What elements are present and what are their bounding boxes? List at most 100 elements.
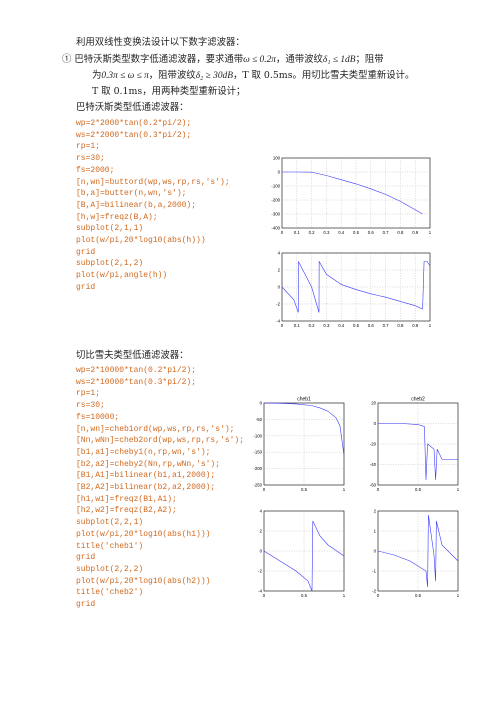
y-tick-label: -100	[271, 184, 280, 189]
y-tick-label: 2	[278, 268, 281, 273]
x-tick-label: 0.6	[368, 323, 375, 328]
x-tick-label: 0.4	[338, 230, 345, 235]
code-line: [Nn,wNn]=cheb2ord(wp,ws,rp,rs,'s');	[76, 436, 245, 446]
code-line: title('cheb2')	[76, 588, 144, 598]
code-line: ws=2*2000*tan(0.3*pi/2);	[76, 130, 192, 140]
y-tick-label: 0	[260, 401, 263, 406]
x-tick-label: 1	[343, 593, 346, 598]
y-tick-label: 0	[278, 170, 281, 175]
code-line: fs=2000;	[76, 165, 115, 175]
chart-title: cheb2	[411, 397, 425, 403]
y-tick-label: -300	[271, 212, 280, 217]
y-tick-label: -1	[372, 569, 376, 574]
code-line: grid	[76, 282, 96, 292]
y-tick-label: 0	[278, 285, 281, 290]
code-line: [n,wn]=cheb1ord(wp,ws,rp,rs,'s');	[76, 424, 235, 434]
x-tick-label: 1	[457, 487, 460, 492]
y-tick-label: -150	[253, 450, 262, 455]
code-line: rs=30;	[76, 401, 105, 411]
code-line: [b,a]=butter(n,wn,'s');	[76, 189, 187, 199]
x-tick-label: 0.8	[397, 323, 404, 328]
y-tick-label: -60	[370, 483, 377, 488]
x-tick-label: 0.5	[301, 487, 308, 492]
code-line: fs=10000;	[76, 412, 120, 422]
x-tick-label: 0.3	[323, 230, 330, 235]
x-tick-label: 0.3	[323, 323, 330, 328]
problem-line-2-text-b: ，阻带波纹	[148, 70, 196, 81]
problem-line-3: T 取 0.1ms，用两种类型重新设计；	[92, 86, 246, 97]
x-tick-label: 0.9	[412, 230, 419, 235]
problem-line-2-text-a: 为	[92, 70, 102, 81]
problem-line-1-text-b: ，通带波纹	[275, 54, 323, 65]
x-tick-label: 0.7	[383, 230, 390, 235]
stopband-condition: 0.3π ≤ ω ≤ π	[101, 71, 149, 81]
code-line: [b2,a2]=cheby2(Nn,rp,wNn,'s');	[76, 459, 221, 469]
section-chebyshev-title: 切比雪夫类型低通滤波器：	[76, 350, 189, 361]
code-line: plot(w/pi,20*log10(abs(h2)))	[76, 576, 211, 586]
code-line: rp=1;	[76, 142, 101, 152]
series-line	[263, 402, 345, 456]
x-tick-label: 0	[377, 593, 380, 598]
x-tick-label: 0	[281, 323, 284, 328]
code-line: rs=30;	[76, 154, 105, 164]
y-tick-label: 100	[273, 156, 281, 161]
x-tick-label: 1	[457, 593, 460, 598]
code-line: wp=2*2000*tan(0.2*pi/2);	[76, 119, 192, 128]
code-line: plot(w/pi,angle(h))	[76, 271, 168, 281]
y-tick-label: -2	[276, 302, 280, 307]
y-tick-label: -250	[253, 483, 262, 488]
x-tick-label: 0.5	[415, 593, 422, 598]
code-line: [b1,a1]=cheby1(n,rp,wn,'s');	[76, 447, 211, 457]
code-line: subplot(2,2,1)	[76, 518, 144, 528]
problem-line-2-text-c: ，T 取 0.5ms。用切比雪夫类型重新设计。	[232, 70, 415, 81]
y-tick-label: 2	[260, 529, 263, 534]
series-line	[263, 520, 345, 592]
code-line: [h,w]=freqz(B,A);	[76, 212, 158, 222]
y-tick-label: -20	[370, 442, 377, 447]
y-tick-label: -200	[253, 466, 262, 471]
x-tick-label: 1	[429, 230, 432, 235]
code-line: grid	[76, 553, 96, 563]
code-line: rp=1;	[76, 389, 101, 399]
series-line	[281, 260, 431, 313]
series-line	[282, 171, 423, 215]
code-line: grid	[76, 600, 96, 609]
code-line: ws=2*10000*tan(0.3*pi/2);	[76, 377, 197, 387]
y-tick-label: -4	[258, 589, 262, 594]
x-tick-label: 0.6	[368, 230, 375, 235]
x-tick-label: 0.1	[294, 323, 301, 328]
code-line: title('cheb1')	[76, 541, 144, 551]
x-tick-label: 1	[429, 323, 432, 328]
y-tick-label: 4	[260, 509, 263, 514]
x-tick-label: 0.4	[338, 323, 345, 328]
problem-line-1: ① 巴特沃斯类型数字低通滤波器，要求通带ω ≤ 0.2π，通带波纹δ₁ ≤ 1d…	[62, 53, 384, 67]
y-tick-label: 1	[374, 529, 377, 534]
problem-heading: 利用双线性变换法设计以下数字滤波器：	[76, 37, 245, 48]
code-line: [n,wn]=buttord(wp,ws,rp,rs,'s');	[76, 177, 230, 187]
y-tick-label: 4	[278, 251, 281, 256]
x-tick-label: 0	[377, 487, 380, 492]
code-line: subplot(2,1,1)	[76, 224, 144, 234]
y-tick-label: -400	[271, 226, 280, 231]
series-line	[377, 514, 459, 588]
x-tick-label: 0.2	[309, 230, 316, 235]
problem-line-1-text-a: ① 巴特沃斯类型数字低通滤波器，要求通带	[62, 54, 244, 65]
stopband-attenuation: δ₂ ≥ 30dB	[195, 71, 233, 81]
x-tick-label: 0.7	[383, 323, 390, 328]
problem-line-2: 为0.3π ≤ ω ≤ π，阻带波纹δ₂ ≥ 30dB，T 取 0.5ms。用切…	[92, 69, 414, 83]
code-line: [h2,w2]=freqz(B2,A2);	[76, 506, 177, 516]
y-tick-label: -4	[276, 319, 280, 324]
x-tick-label: 0	[281, 230, 284, 235]
y-tick-label: 2	[374, 509, 377, 514]
plot-area	[263, 402, 345, 486]
code-line: [B2,A2]=bilinear(b2,a2,2000);	[76, 483, 216, 492]
x-tick-label: 1	[343, 487, 346, 492]
